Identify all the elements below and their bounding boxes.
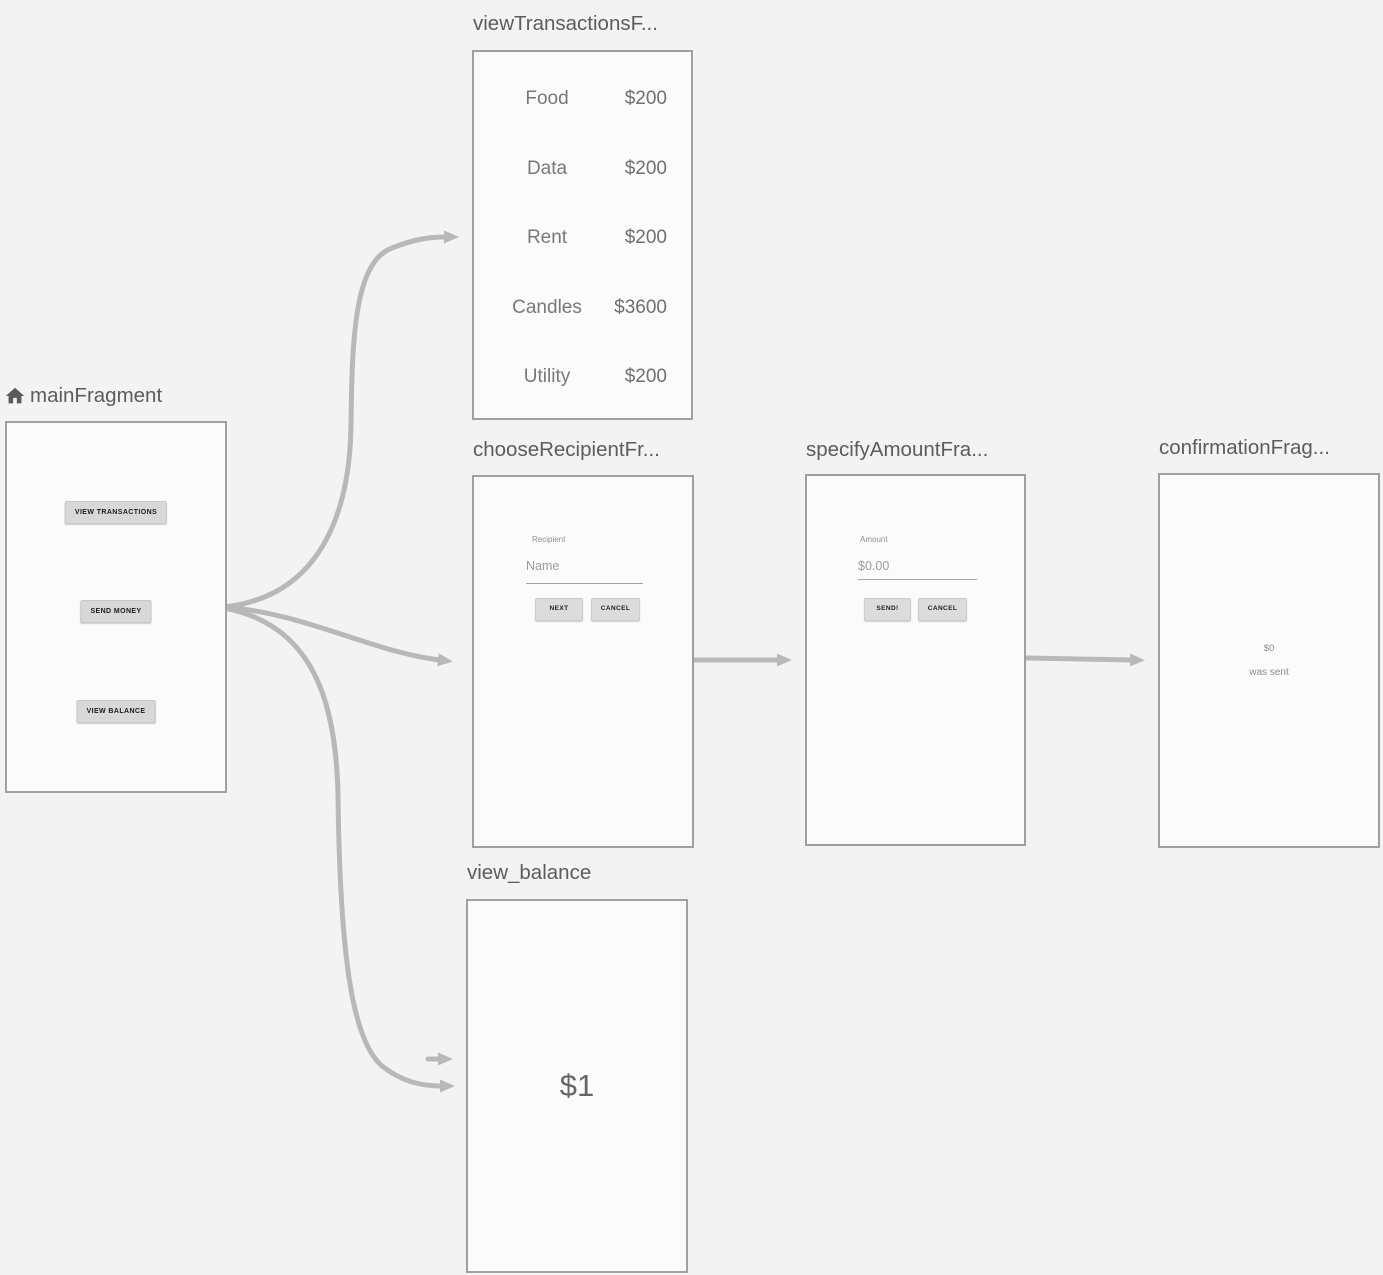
amount-field-label: Amount bbox=[860, 535, 888, 544]
transaction-row: Food $200 bbox=[498, 88, 667, 110]
home-icon bbox=[5, 387, 25, 404]
confirmation-amount-text: $0 bbox=[1263, 643, 1275, 654]
transaction-label: Utility bbox=[523, 366, 571, 387]
view-transactions-button: VIEW TRANSACTIONS bbox=[64, 501, 168, 524]
fragment-title-main: mainFragment bbox=[30, 384, 163, 407]
fragment-header-specify-amount[interactable]: specifyAmountFra... bbox=[806, 438, 988, 462]
transaction-row: Utility $200 bbox=[498, 366, 667, 388]
cancel-button: CANCEL bbox=[591, 598, 640, 621]
amount-field: $0.00 bbox=[858, 559, 890, 573]
recipient-field-label: Recipient bbox=[532, 535, 566, 544]
fragment-title-choose-recipient: chooseRecipientFr... bbox=[473, 438, 660, 461]
transaction-label: Data bbox=[526, 157, 568, 179]
fragment-title-view-balance: view_balance bbox=[467, 861, 592, 884]
amount-field-underline bbox=[858, 579, 977, 580]
cancel-button: CANCEL bbox=[918, 598, 967, 621]
transaction-amount: $3600 bbox=[614, 296, 667, 318]
fragment-preview-view-transactions[interactable]: Food $200 Data $200 Rent $200 Candles $3… bbox=[472, 50, 693, 420]
fragment-preview-choose-recipient[interactable]: Recipient Name NEXT CANCEL bbox=[472, 475, 694, 848]
balance-amount-text: $1 bbox=[559, 1068, 595, 1103]
fragment-title-specify-amount: specifyAmountFra... bbox=[806, 438, 989, 461]
fragment-header-view-transactions[interactable]: viewTransactionsF... bbox=[473, 12, 658, 36]
recipient-name-field: Name bbox=[526, 559, 560, 573]
transaction-row: Data $200 bbox=[498, 158, 667, 180]
transaction-amount: $200 bbox=[624, 366, 667, 387]
fragment-preview-specify-amount[interactable]: Amount $0.00 SEND! CANCEL bbox=[805, 474, 1026, 846]
fragment-preview-view-balance[interactable]: $1 bbox=[466, 899, 688, 1273]
recipient-field-underline bbox=[526, 583, 643, 584]
fragment-header-view-balance[interactable]: view_balance bbox=[467, 861, 591, 885]
transaction-amount: $200 bbox=[624, 157, 667, 179]
fragment-header-choose-recipient[interactable]: chooseRecipientFr... bbox=[473, 438, 660, 462]
balance-container: $1 bbox=[468, 901, 686, 1271]
action-main-to-view-transactions[interactable] bbox=[221, 230, 459, 610]
transaction-row: Candles $3600 bbox=[498, 297, 667, 319]
fragment-header-confirmation[interactable]: confirmationFrag... bbox=[1159, 436, 1330, 460]
transaction-label: Rent bbox=[526, 227, 568, 248]
action-specify-amount-to-confirmation[interactable] bbox=[1024, 653, 1145, 667]
fragment-title-view-transactions: viewTransactionsF... bbox=[473, 12, 658, 35]
view-balance-button: VIEW BALANCE bbox=[76, 700, 156, 723]
send-money-button: SEND MONEY bbox=[80, 600, 152, 623]
fragment-preview-confirmation[interactable]: $0 was sent bbox=[1158, 473, 1380, 848]
transaction-row: Rent $200 bbox=[498, 227, 667, 249]
transaction-amount: $200 bbox=[624, 88, 667, 109]
action-main-to-choose-recipient[interactable] bbox=[221, 604, 453, 667]
next-button: NEXT bbox=[535, 598, 583, 621]
send-button: SEND! bbox=[864, 598, 911, 621]
transaction-amount: $200 bbox=[624, 227, 667, 248]
confirmation-sent-text: was sent bbox=[1249, 667, 1289, 678]
transaction-label: Candles bbox=[512, 296, 582, 318]
fragment-title-confirmation: confirmationFrag... bbox=[1159, 436, 1330, 459]
transaction-label: Food bbox=[525, 88, 569, 109]
fragment-preview-main[interactable]: VIEW TRANSACTIONS SEND MONEY VIEW BALANC… bbox=[5, 421, 227, 793]
fragment-header-main[interactable]: mainFragment bbox=[4, 384, 162, 408]
confirmation-message: $0 was sent bbox=[1160, 643, 1378, 678]
action-main-to-view-balance[interactable] bbox=[221, 605, 455, 1093]
transactions-list: Food $200 Data $200 Rent $200 Candles $3… bbox=[474, 52, 691, 418]
